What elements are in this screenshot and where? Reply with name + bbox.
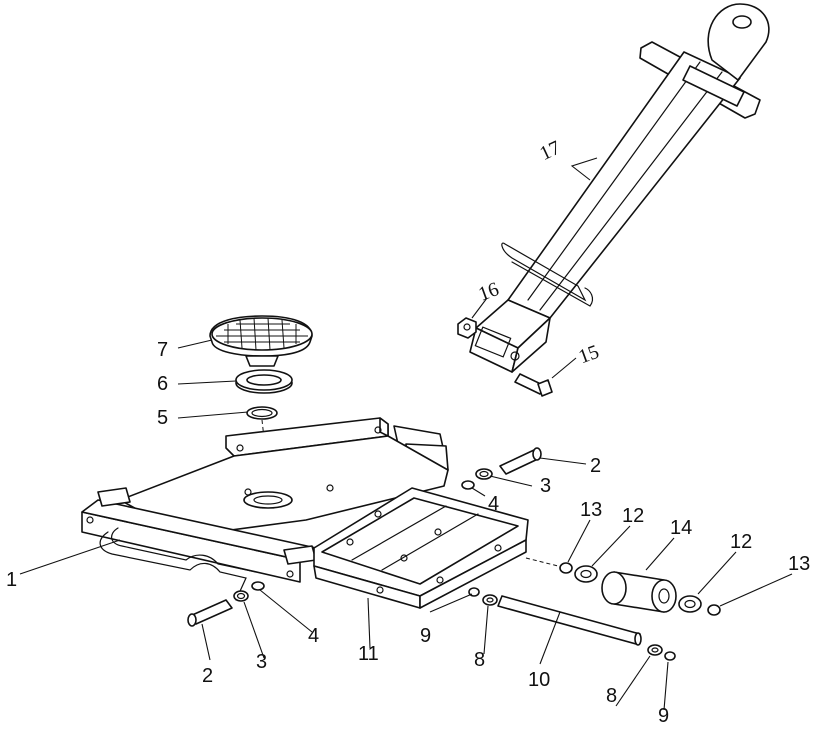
callout-9-right: 9 [658,705,669,727]
callout-6: 6 [157,373,168,395]
callout-15: 15 [576,341,602,369]
bearing-ring [235,369,293,394]
callout-7: 7 [157,339,168,361]
callout-13-left: 13 [580,499,602,521]
leader-lines [19,157,793,711]
tray-assembly [313,487,529,609]
frame-assembly [81,417,449,601]
washer-ring [246,406,278,420]
callout-3-right: 3 [540,475,551,497]
callout-1: 1 [6,569,17,591]
axle-assembly [468,557,676,661]
callout-11: 11 [358,643,379,665]
callout-4-left: 4 [308,625,319,647]
callout-8-left: 8 [474,649,485,671]
callout-16: 16 [476,278,502,306]
pin-set-left [187,581,265,627]
callout-2-right: 2 [590,455,601,477]
callout-8-right: 8 [606,685,617,707]
callout-14: 14 [670,517,692,539]
callout-17: 17 [536,137,563,165]
callout-12-right: 12 [730,531,752,553]
callout-2-left: 2 [202,665,213,687]
callout-9-left: 9 [420,625,431,647]
callout-5: 5 [157,407,168,429]
roller-assembly [559,562,721,616]
handle-assembly [457,3,770,397]
callout-13-right: 13 [788,553,810,575]
saddle-pad [209,315,313,367]
callout-4-right: 4 [488,493,499,515]
callout-12-left: 12 [622,505,644,527]
pin-set-right [461,447,542,490]
callout-3-left: 3 [256,651,267,673]
callout-10: 10 [528,669,550,691]
